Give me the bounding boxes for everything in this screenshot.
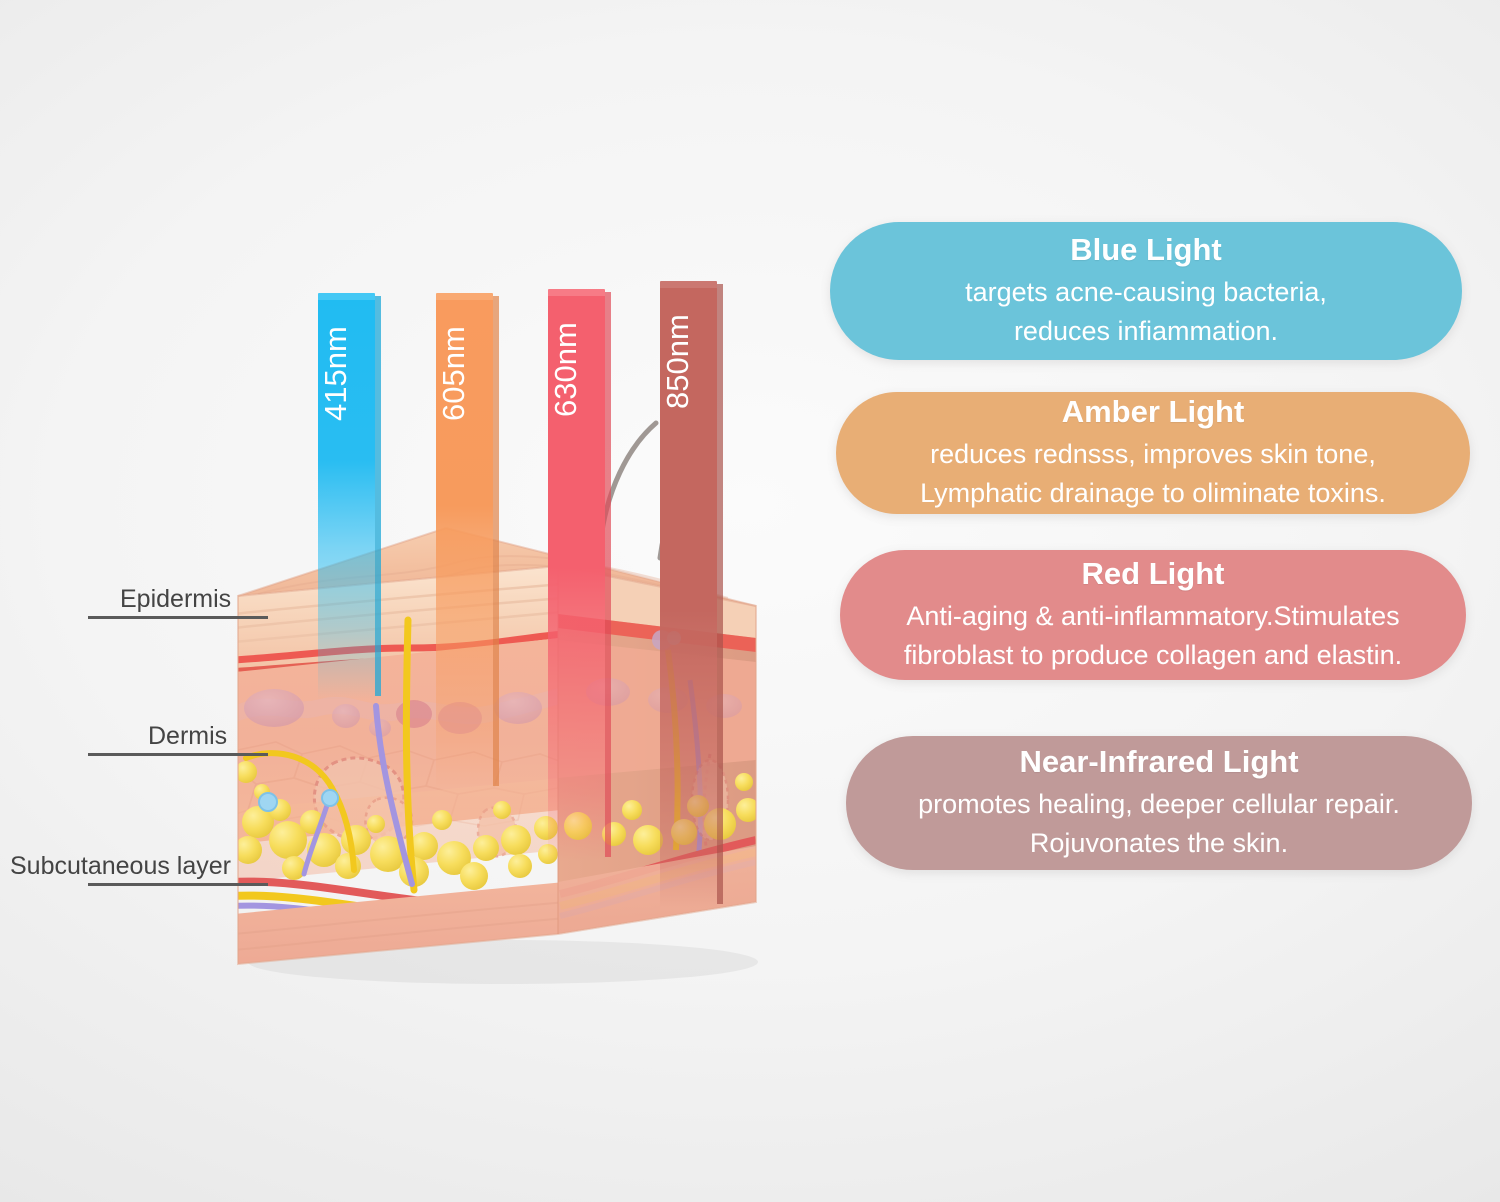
light-therapy-card-list: Blue Light targets acne-causing bacteria… bbox=[818, 0, 1500, 1202]
card-line-2-blue-light: reduces infiammation. bbox=[1013, 315, 1279, 346]
card-title-amber-light: Amber Light bbox=[1061, 393, 1245, 429]
light-beam-605nm[interactable]: 605nm bbox=[436, 293, 499, 790]
beam-shaft-850nm bbox=[660, 288, 717, 908]
beam-shaft-415nm bbox=[318, 300, 375, 700]
beam-cap-850nm bbox=[660, 281, 717, 289]
beam-side-850nm bbox=[717, 284, 723, 904]
beam-cap-415nm bbox=[318, 293, 375, 301]
beam-wavelength-415nm: 415nm bbox=[318, 326, 353, 421]
layer-label-epidermis: Epidermis bbox=[120, 585, 232, 613]
card-title-red-light: Red Light bbox=[1081, 555, 1225, 591]
beam-side-605nm bbox=[493, 296, 499, 786]
card-line-2-red-light: fibroblast to produce collagen and elast… bbox=[903, 639, 1403, 670]
leader-line-dermis bbox=[88, 753, 268, 756]
beam-shaft-605nm bbox=[436, 300, 493, 790]
layer-label-dermis: Dermis bbox=[148, 722, 228, 750]
beam-cap-605nm bbox=[436, 293, 493, 301]
card-blue-light[interactable]: Blue Light targets acne-causing bacteria… bbox=[830, 222, 1462, 360]
card-line-2-near-infrared-light: Rojuvonates the skin. bbox=[1029, 827, 1289, 858]
beam-wavelength-605nm: 605nm bbox=[436, 326, 471, 421]
card-title-blue-light: Blue Light bbox=[1070, 231, 1222, 267]
skin-penetration-diagram: 415nm 605nm 630nm 850nm Epidermis Dermis… bbox=[10, 281, 758, 984]
light-beam-630nm[interactable]: 630nm bbox=[548, 289, 611, 861]
leader-line-subcutaneous bbox=[88, 883, 268, 886]
light-beam-850nm[interactable]: 850nm bbox=[660, 281, 723, 908]
card-line-1-red-light: Anti-aging & anti-inflammatory.Stimulate… bbox=[906, 601, 1400, 632]
beam-shaft-630nm bbox=[548, 296, 605, 861]
card-title-near-infrared-light: Near-Infrared Light bbox=[1019, 743, 1299, 779]
card-line-1-blue-light: targets acne-causing bacteria, bbox=[965, 277, 1327, 308]
leader-line-epidermis bbox=[88, 616, 268, 619]
light-beam-415nm[interactable]: 415nm bbox=[318, 293, 381, 700]
card-near-infrared-light[interactable]: Near-Infrared Light promotes healing, de… bbox=[846, 736, 1472, 870]
card-line-1-near-infrared-light: promotes healing, deeper cellular repair… bbox=[918, 789, 1400, 820]
beam-wavelength-850nm: 850nm bbox=[660, 314, 695, 409]
card-line-1-amber-light: reduces rednsss, improves skin tone, bbox=[930, 439, 1376, 470]
card-red-light[interactable]: Red Light Anti-aging & anti-inflammatory… bbox=[840, 550, 1466, 680]
beam-side-630nm bbox=[605, 292, 611, 857]
beam-side-415nm bbox=[375, 296, 381, 696]
card-line-2-amber-light: Lymphatic drainage to oliminate toxins. bbox=[920, 477, 1386, 508]
beam-wavelength-630nm: 630nm bbox=[548, 322, 583, 417]
card-amber-light[interactable]: Amber Light reduces rednsss, improves sk… bbox=[836, 392, 1470, 514]
beam-cap-630nm bbox=[548, 289, 605, 297]
layer-label-subcutaneous: Subcutaneous layer bbox=[10, 852, 231, 880]
